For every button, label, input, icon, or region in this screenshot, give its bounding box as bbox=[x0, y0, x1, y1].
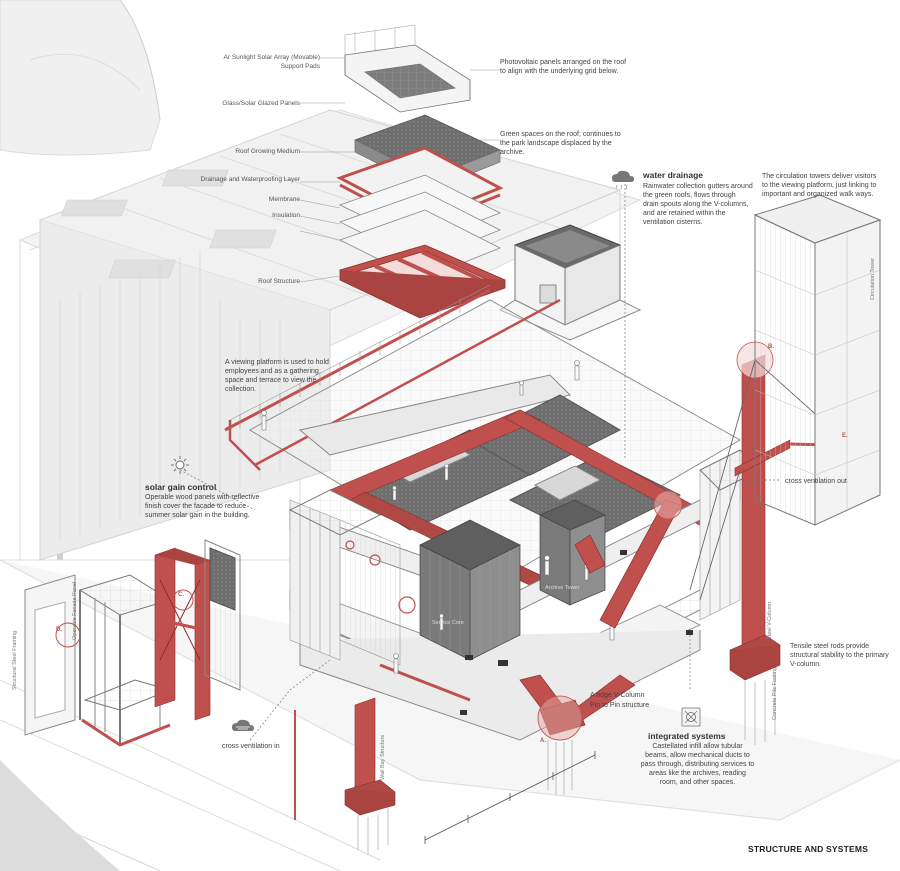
rooftop-box bbox=[498, 224, 642, 341]
small-column bbox=[294, 697, 396, 855]
roof-layers bbox=[336, 24, 507, 319]
roof-label-membrane: Membrane bbox=[268, 196, 300, 203]
left-frames bbox=[24, 539, 241, 747]
label-wall-bay: Wall Bay Structure bbox=[380, 734, 386, 780]
marker-a: A. bbox=[540, 738, 546, 744]
roof-label-green-spaces: Green spaces on the roof; continues to t… bbox=[500, 131, 621, 156]
viewing-platform-body: A viewing platform is used to hold emplo… bbox=[225, 359, 329, 393]
roof-label-insulation: Insulation bbox=[272, 212, 300, 219]
sun-icon bbox=[171, 456, 189, 474]
label-left-frame: Structural Steel Framing bbox=[12, 630, 18, 690]
label-left-panel: Operable Facade Panel bbox=[72, 581, 78, 640]
label-steel-column: Steel V-Column bbox=[767, 601, 773, 640]
wind-in-icon bbox=[232, 719, 254, 731]
label-service-core: Service Core bbox=[432, 620, 464, 626]
roof-structure-layer bbox=[338, 244, 507, 319]
integrated-systems-body: Castellated infill allow tubular beams, … bbox=[640, 743, 755, 786]
systems-box-icon bbox=[681, 707, 701, 727]
roof-label-photovoltaic: Photovoltaic panels arranged on the roof… bbox=[500, 59, 627, 75]
diagonal-column bbox=[574, 490, 683, 629]
roof-label-structure: Roof Structure bbox=[258, 278, 300, 285]
marker-b: B. bbox=[768, 344, 774, 350]
cross-vent-out: cross ventilation out bbox=[785, 478, 847, 485]
label-archive: Archive Tower bbox=[545, 585, 580, 591]
water-drainage-title: water drainage bbox=[643, 170, 703, 180]
roof-leaders bbox=[299, 57, 500, 283]
cloud-drainage-icon bbox=[612, 170, 634, 190]
roof-label-solar-array: Ar Sunlight Solar Array (Movable) Suppor… bbox=[223, 54, 320, 70]
flow-lines bbox=[179, 180, 780, 741]
v-column-body: Pin to Pin structure bbox=[590, 702, 650, 709]
label-footing: Concrete Pile Footing bbox=[772, 667, 778, 720]
roof-label-drainage: Drainage and Waterproofing Layer bbox=[200, 176, 300, 183]
people bbox=[261, 360, 615, 674]
v-column bbox=[519, 674, 636, 795]
integrated-systems-title: integrated systems bbox=[648, 731, 726, 741]
circulation-body: The circulation towers deliver visitors … bbox=[762, 173, 877, 198]
circulation-tower bbox=[753, 194, 882, 526]
cross-vent-in: cross ventilation in bbox=[222, 743, 280, 750]
scale-bar bbox=[424, 751, 596, 844]
solar-gain-title: solar gain control bbox=[145, 482, 217, 492]
marker-d: D. bbox=[56, 627, 62, 633]
marker-c: C. bbox=[178, 592, 184, 598]
solar-array-layer bbox=[344, 24, 471, 113]
diagram-title: STRUCTURE AND SYSTEMS bbox=[748, 844, 869, 854]
roof-label-growing-medium: Roof Growing Medium bbox=[235, 148, 300, 155]
v-column-title: A ridge V-Column bbox=[590, 692, 645, 699]
roof-label-glass: Glass/Solar Glazed Panels bbox=[222, 100, 300, 107]
water-drainage-body: Rainwater collection gutters around the … bbox=[643, 183, 753, 226]
solar-gain-body: Operable wood panels with reflective fin… bbox=[145, 494, 260, 519]
marker-e: E. bbox=[842, 433, 848, 439]
tensile-body: Tensile steel rods provide structural st… bbox=[790, 643, 889, 668]
label-circulation-tower: Circulation Tower bbox=[870, 257, 876, 300]
